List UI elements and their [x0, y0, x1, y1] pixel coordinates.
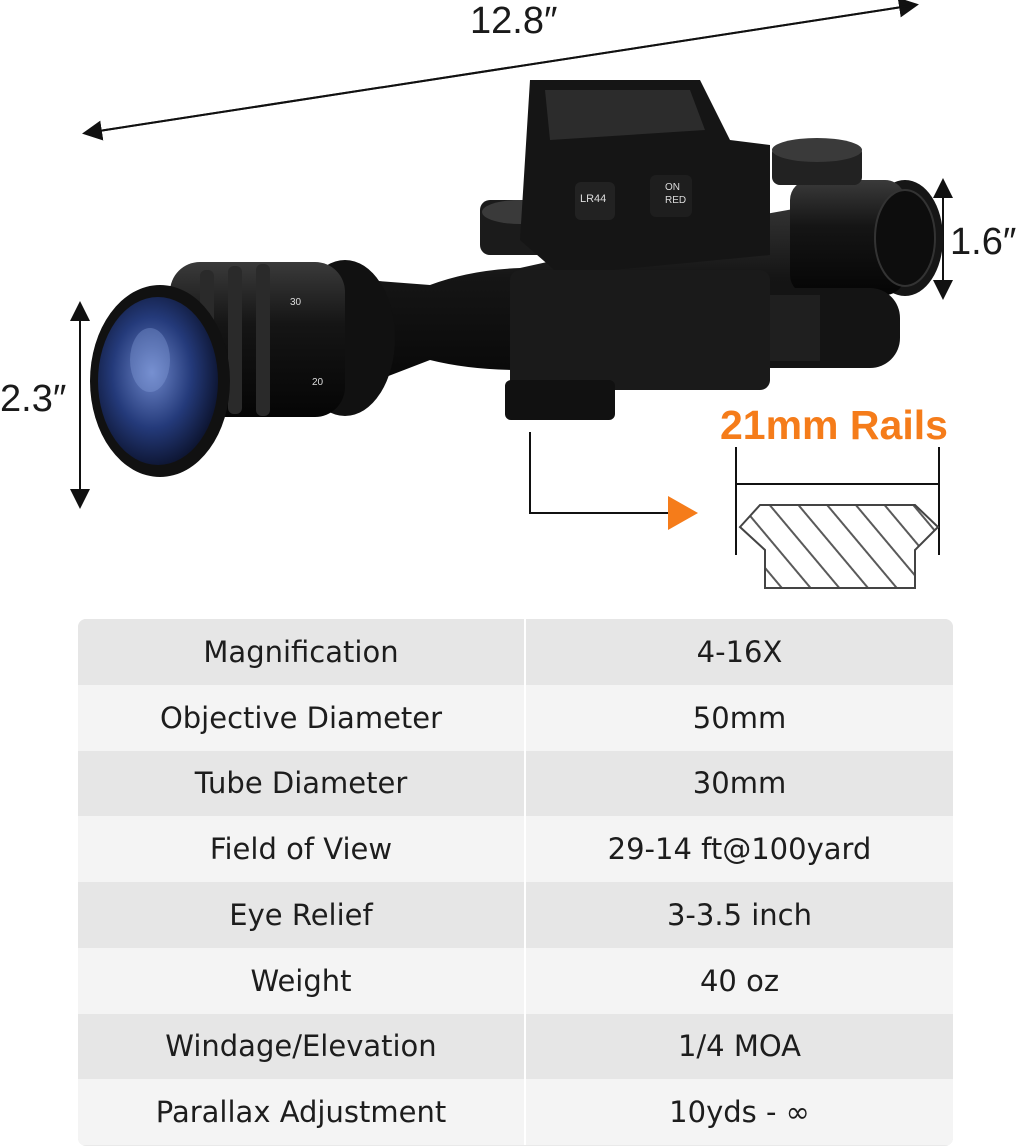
spec-row: Field of View 29-14 ft@100yard	[78, 816, 953, 882]
spec-table: Magnification 4-16X Objective Diameter 5…	[78, 619, 953, 1146]
switch-on-marking: ON	[665, 182, 680, 193]
spec-name: Parallax Adjustment	[78, 1079, 526, 1145]
spec-name: Objective Diameter	[78, 684, 526, 751]
zoom-mark-20: 20	[312, 377, 324, 388]
spec-value: 40 oz	[699, 963, 780, 998]
length-dimension-label: 12.8″	[470, 0, 558, 42]
reticle-color-marking: RED	[665, 195, 686, 206]
spec-name: Windage/Elevation	[78, 1013, 526, 1080]
spec-row: Objective Diameter 50mm	[78, 684, 953, 751]
spec-name: Tube Diameter	[78, 750, 526, 817]
spec-row: Tube Diameter 30mm	[78, 750, 953, 817]
rail-mount	[505, 270, 770, 420]
scope-illustration: LR44 ON RED 30 20	[70, 0, 953, 589]
zoom-mark-30: 30	[290, 297, 302, 308]
rails-callout-label: 21mm Rails	[720, 402, 948, 448]
spec-value: 4-16X	[696, 634, 783, 669]
battery-marking: LR44	[580, 193, 606, 205]
spec-name: Field of View	[78, 816, 526, 882]
rail-pointer-arrow	[529, 432, 698, 530]
objective-height-label: 2.3″	[0, 378, 67, 420]
length-dimension-line	[82, 0, 919, 141]
spec-value: 29-14 ft@100yard	[607, 832, 872, 867]
spec-value: 30mm	[692, 766, 787, 801]
spec-row: Windage/Elevation 1/4 MOA	[78, 1013, 953, 1080]
product-hero: LR44 ON RED 30 20 12.8″ 1.6″ 2.3″ 21mm R…	[0, 0, 1017, 589]
eyepiece	[790, 180, 943, 296]
spec-row: Eye Relief 3-3.5 inch	[78, 882, 953, 948]
spec-value: 10yds - ∞	[669, 1095, 810, 1130]
spec-value: 50mm	[692, 700, 787, 735]
spec-row: Magnification 4-16X	[78, 619, 953, 685]
eyepiece-height-label: 1.6″	[950, 221, 1017, 263]
spec-row: Weight 40 oz	[78, 947, 953, 1014]
red-dot-sight	[520, 80, 770, 275]
spec-value: 3-3.5 inch	[666, 897, 812, 932]
spec-name: Eye Relief	[78, 882, 526, 948]
spec-value: 1/4 MOA	[677, 1029, 802, 1064]
spec-row: Parallax Adjustment 10yds - ∞	[78, 1079, 953, 1145]
spec-name: Magnification	[78, 619, 526, 685]
rail-cross-section	[735, 447, 940, 589]
spec-name: Weight	[78, 947, 526, 1014]
